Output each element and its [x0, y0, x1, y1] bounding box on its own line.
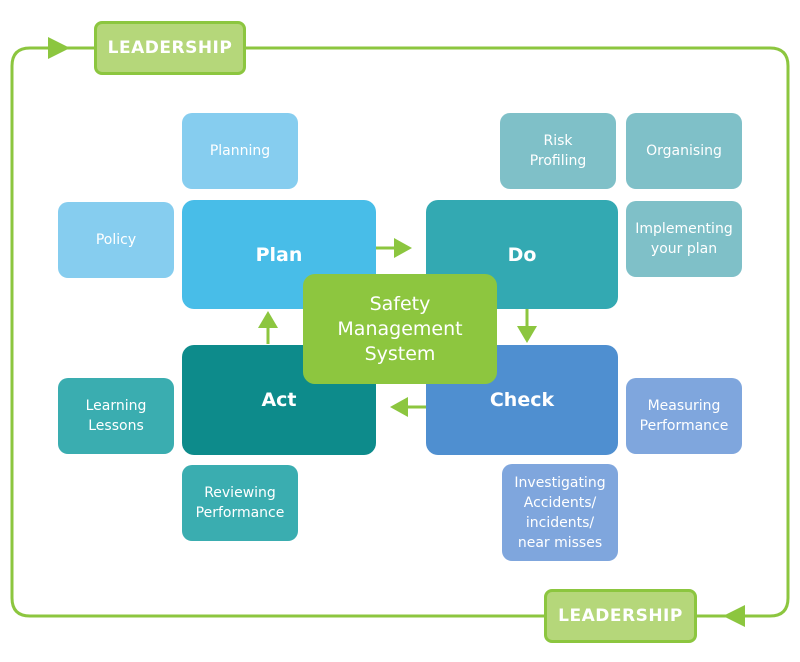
leadership-label-top: LEADERSHIP	[94, 21, 246, 75]
leadership-label-bottom: LEADERSHIP	[544, 589, 697, 643]
planning-box: Planning	[182, 113, 298, 189]
reviewing-performance-box: Reviewing Performance	[182, 465, 298, 541]
organising-box: Organising	[626, 113, 742, 189]
leadership-loop-line-right	[245, 46, 790, 618]
risk-profiling-box: Risk Profiling	[500, 113, 616, 189]
arrow-plan-to-do	[376, 238, 412, 258]
policy-box: Policy	[58, 202, 174, 278]
loop-arrowhead-top	[48, 37, 70, 59]
measuring-performance-box: Measuring Performance	[626, 378, 742, 454]
leadership-loop-line	[10, 46, 545, 618]
arrow-do-to-check	[517, 309, 537, 343]
loop-arrowhead-bottom	[723, 605, 745, 627]
safety-management-system-box: Safety Management System	[303, 274, 497, 384]
investigating-accidents-box: Investigating Accidents/ incidents/ near…	[502, 464, 618, 561]
arrow-act-to-plan	[258, 311, 278, 344]
arrow-check-to-act	[390, 397, 426, 417]
implementing-your-plan-box: Implementing your plan	[626, 201, 742, 277]
learning-lessons-box: Learning Lessons	[58, 378, 174, 454]
